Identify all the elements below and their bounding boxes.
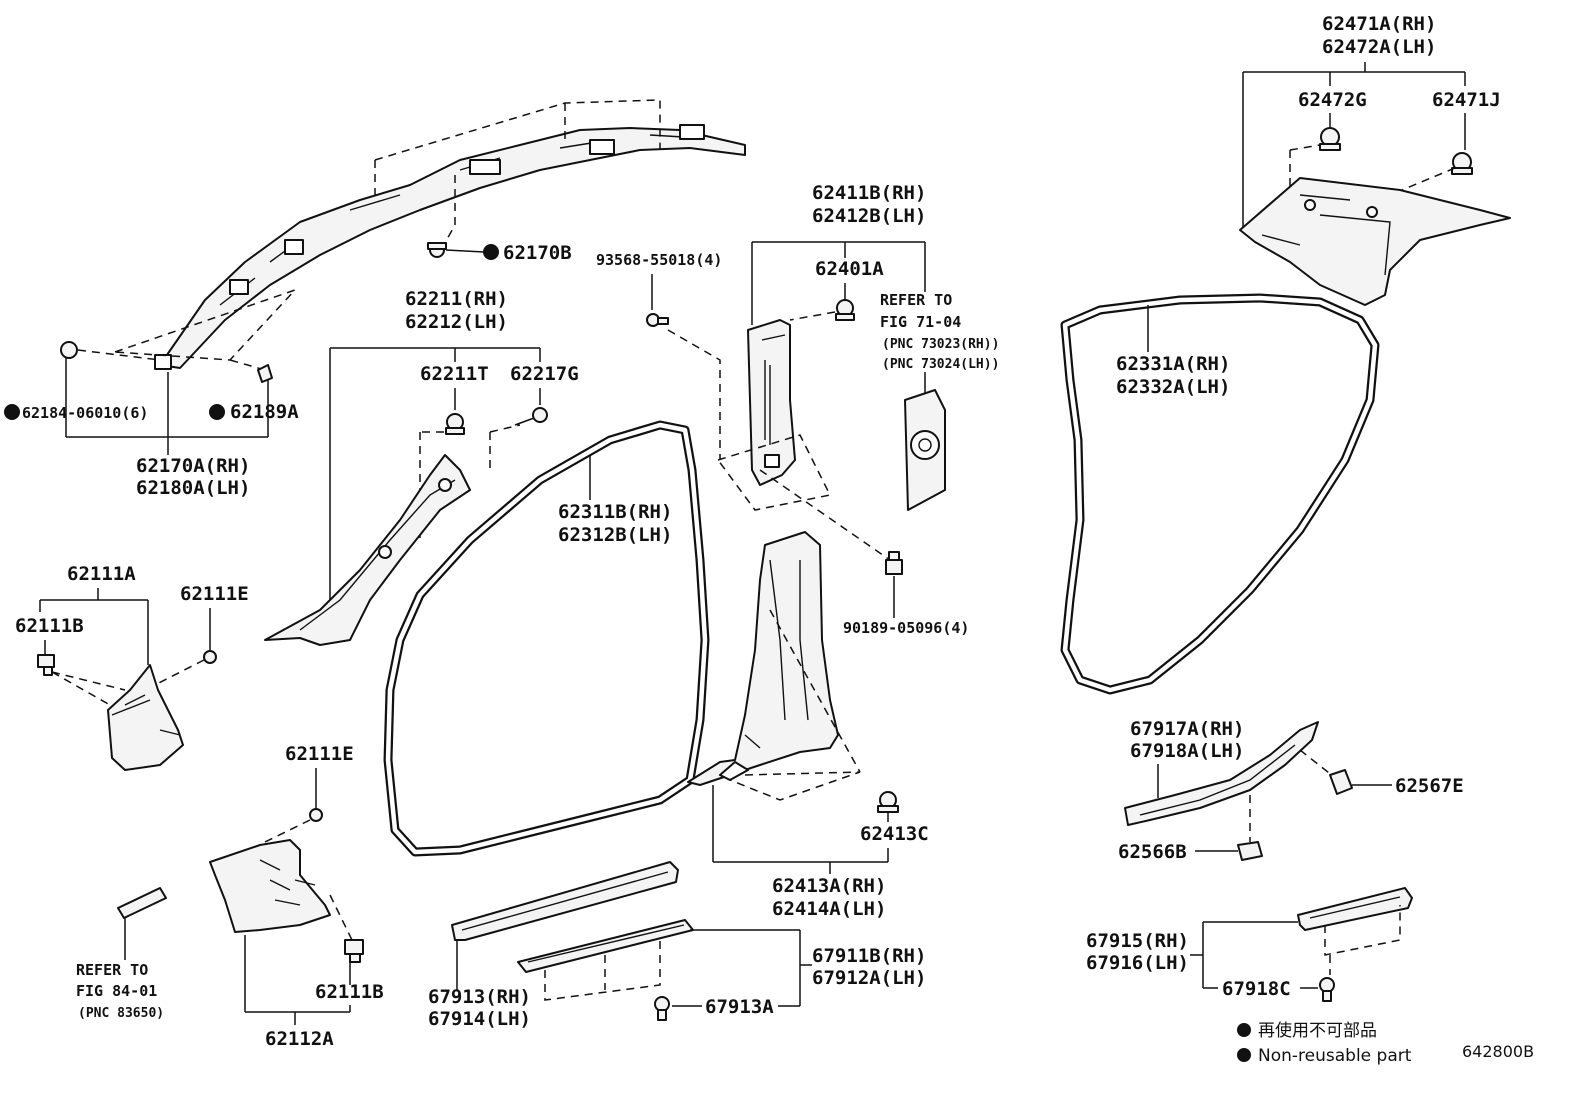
label-67913-rh: 67913(RH)	[428, 986, 531, 1008]
label-67915-rh: 67915(RH)	[1086, 930, 1189, 952]
label-62567e: 62567E	[1395, 775, 1464, 797]
lower-cowl-trim-part	[209, 839, 331, 933]
label-62471a-rh: 62471A(RH)	[1322, 13, 1436, 35]
label-62471j: 62471J	[1432, 89, 1501, 111]
rear-door-scuff-part	[1297, 887, 1413, 931]
label-62184: 62184-06010(6)	[22, 404, 148, 422]
refer-84-line1: REFER TO	[76, 961, 148, 979]
inner-scuff-plate-part	[517, 919, 694, 973]
label-62401a: 62401A	[815, 258, 884, 280]
label-62413a-rh: 62413A(RH)	[772, 875, 886, 897]
label-62217g: 62217G	[510, 363, 579, 385]
clip-67918c-icon	[1319, 977, 1335, 1002]
b-pillar-upper-part	[747, 319, 796, 486]
refer-71-line2: FIG 71-04	[880, 313, 961, 331]
legend-dot-icon	[1237, 1048, 1251, 1062]
refer-71-pnc1: (PNC 73023(RH))	[882, 337, 999, 352]
front-door-weatherstrip-part	[383, 420, 710, 857]
label-62212-lh: 62212(LH)	[405, 311, 508, 333]
label-62412b-lh: 62412B(LH)	[812, 205, 926, 227]
refer-71-pnc2: (PNC 73024(LH))	[882, 357, 999, 372]
non-reusable-dot-icon	[483, 244, 499, 260]
clip-62170b-icon	[427, 242, 447, 258]
clip-62111b-cowl-icon	[37, 654, 55, 676]
label-67914-lh: 67914(LH)	[428, 1008, 531, 1030]
refer-71-line1: REFER TO	[880, 291, 952, 309]
legend-dot-icon	[1237, 1023, 1251, 1037]
roof-side-rail-part	[154, 124, 746, 370]
label-67917a-rh: 67917A(RH)	[1130, 718, 1244, 740]
clip-62217g-icon	[514, 407, 548, 426]
clip-62566b-icon	[1237, 841, 1263, 861]
non-reusable-dot-icon	[4, 404, 20, 420]
label-62211t: 62211T	[420, 363, 489, 385]
label-62170a-rh: 62170A(RH)	[136, 455, 250, 477]
label-67913a: 67913A	[705, 996, 774, 1018]
clip-62111e-lower-icon	[309, 808, 323, 822]
label-62472a-lh: 62472A(LH)	[1322, 36, 1436, 58]
label-62111e-cowl: 62111E	[180, 583, 249, 605]
non-reusable-dot-icon	[209, 404, 225, 420]
clip-67913a-icon	[654, 996, 670, 1021]
label-62411b-rh: 62411B(RH)	[812, 182, 926, 204]
hood-lever-part	[117, 887, 167, 919]
legend-en: Non-reusable part	[1258, 1046, 1412, 1066]
label-62170b: 62170B	[503, 242, 572, 264]
a-pillar-garnish-part	[264, 454, 471, 646]
clip-62184-icon	[60, 341, 78, 359]
label-62472g: 62472G	[1298, 89, 1367, 111]
label-62211-rh: 62211(RH)	[405, 288, 508, 310]
screw-93568-icon	[646, 313, 669, 327]
label-62566b: 62566B	[1118, 841, 1187, 863]
clip-90189-icon	[885, 551, 903, 575]
clip-62401a-icon	[835, 299, 855, 321]
label-67918c: 67918C	[1222, 978, 1291, 1000]
label-62111b-lower: 62111B	[315, 981, 384, 1003]
label-62180a-lh: 62180A(LH)	[136, 477, 250, 499]
legend-jp: 再使用不可部品	[1258, 1020, 1377, 1041]
refer-84-pnc: (PNC 83650)	[78, 1006, 164, 1021]
label-62311b-rh: 62311B(RH)	[558, 501, 672, 523]
label-67912a-lh: 67912A(LH)	[812, 967, 926, 989]
label-67916-lh: 67916(LH)	[1086, 952, 1189, 974]
clip-62413c-icon	[877, 791, 899, 813]
label-62111a: 62111A	[67, 563, 136, 585]
label-62111e-lower: 62111E	[285, 743, 354, 765]
label-93568: 93568-55018(4)	[596, 251, 722, 269]
label-62111b-cowl: 62111B	[15, 615, 84, 637]
rear-door-weatherstrip-part	[1060, 293, 1380, 695]
rear-pillar-trim-part	[1239, 177, 1511, 306]
label-62413c: 62413C	[860, 823, 929, 845]
label-62414a-lh: 62414A(LH)	[772, 898, 886, 920]
label-62189a: 62189A	[230, 401, 299, 423]
clip-62472g-icon	[1319, 127, 1341, 151]
label-67911b-rh: 67911B(RH)	[812, 945, 926, 967]
clip-62211t-icon	[445, 413, 465, 435]
clip-62567e-icon	[1329, 769, 1353, 795]
figure-code: 642800B	[1462, 1042, 1534, 1061]
refer-84-line2: FIG 84-01	[76, 982, 157, 1000]
clip-62111b-lower-icon	[344, 939, 364, 963]
label-62332a-lh: 62332A(LH)	[1116, 376, 1230, 398]
seatbelt-anchor-part	[904, 389, 946, 511]
cowl-side-trim-part	[107, 664, 184, 771]
label-62312b-lh: 62312B(LH)	[558, 524, 672, 546]
rear-scuff-part	[1124, 721, 1319, 826]
clip-62471j-icon	[1451, 152, 1473, 175]
label-62331a-rh: 62331A(RH)	[1116, 353, 1230, 375]
clip-62189a-icon	[257, 364, 273, 383]
label-90189: 90189-05096(4)	[843, 619, 969, 637]
label-67918a-lh: 67918A(LH)	[1130, 740, 1244, 762]
clip-62111e-cowl-icon	[203, 650, 217, 664]
b-pillar-lower-part	[687, 531, 839, 786]
label-62112a: 62112A	[265, 1028, 334, 1050]
front-scuff-plate-part	[451, 861, 679, 941]
